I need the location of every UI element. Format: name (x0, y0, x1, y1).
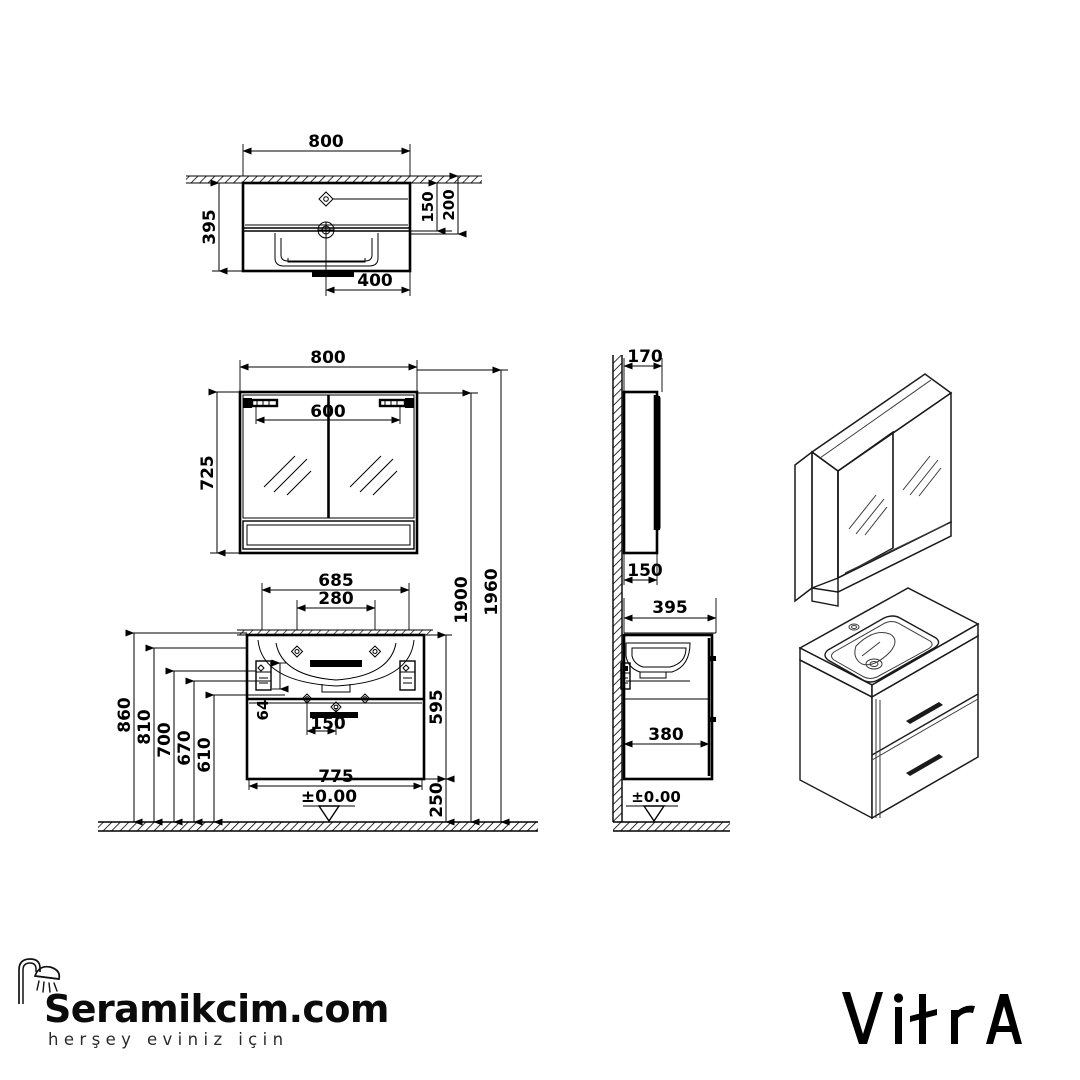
cabinet-outline (238, 390, 419, 555)
dim-side-395: 395 (623, 598, 717, 633)
dim-bottom-400: 400 (325, 271, 411, 296)
brand-name: Seramikcim.com (44, 987, 389, 1031)
view-vanity-front: 685 280 860 810 700 (115, 366, 510, 826)
dim-label: 150 (627, 561, 663, 581)
dim-vanity-1900: 1900 (417, 389, 480, 826)
dim-cabinet-800: 800 (239, 348, 418, 392)
dim-label: 64 (254, 700, 272, 721)
cabinet-hinge-left (243, 398, 279, 408)
vanity-bracket-right (399, 660, 416, 691)
cabinet-hinge-right (378, 398, 414, 408)
dim-label: 700 (155, 722, 175, 758)
dim-vanity-860: 860 (115, 629, 247, 826)
dim-vanity-250: 250 (424, 775, 455, 826)
dim-vanity-685: 685 (261, 571, 410, 630)
plan-drawer-band (242, 182, 411, 229)
vitra-wordmark-icon (842, 992, 1022, 1044)
wall-hatch-side (612, 355, 623, 822)
dim-side-170: 170 (623, 347, 663, 392)
dim-label: 170 (627, 347, 663, 367)
dim-label: 1900 (452, 576, 472, 623)
dim-label: 1960 (482, 568, 502, 615)
vanity-3d-handle-top (906, 702, 943, 724)
cabinet-door-right[interactable] (328, 394, 415, 519)
dim-label: 395 (652, 598, 688, 618)
dim-label: 610 (195, 737, 215, 773)
dim-label: 280 (318, 589, 354, 609)
brand-tagline: herşey eviniz için (48, 1030, 289, 1049)
datum-symbol-front: ±0.00 (301, 787, 357, 823)
dim-vanity-64: 64 (254, 659, 289, 721)
cabinet-shelf-band (242, 520, 415, 550)
dim-label: 150 (310, 714, 346, 734)
dim-vanity-1960: 1960 (417, 366, 510, 826)
plan-base-tab (312, 271, 354, 277)
cabinet-door-left[interactable] (242, 394, 329, 519)
dim-right-150: 150 (410, 179, 452, 235)
dim-right-200: 200 (410, 172, 467, 238)
footer: Seramikcim.com herşey eviniz için (0, 950, 1080, 1080)
dim-left-395: 395 (200, 179, 243, 275)
plan-basin (274, 191, 408, 267)
dim-label: 595 (427, 689, 447, 725)
vanity-bracket-left (255, 660, 272, 691)
dim-label: 725 (198, 455, 218, 491)
view-perspective-vanity (798, 587, 980, 820)
dim-vanity-280: 280 (296, 589, 376, 630)
dim-side-380: 380 (623, 725, 710, 748)
dim-label: 670 (175, 730, 195, 766)
vanity-basin-front (257, 639, 415, 713)
dim-cabinet-600: 600 (255, 402, 401, 424)
datum-label: ±0.00 (631, 788, 681, 806)
vanity-side-body (620, 632, 716, 781)
dim-label: 200 (440, 189, 458, 220)
view-side-section: 170 150 (612, 347, 717, 823)
datum-symbol-side: ±0.00 (626, 788, 681, 823)
dim-label: 150 (419, 191, 437, 222)
cabinet-side-body (622, 390, 661, 555)
floor-band-side (613, 821, 730, 832)
vanity-handle (310, 712, 358, 718)
dim-cabinet-725: 725 (198, 388, 240, 557)
dim-vanity-775: 775 (248, 767, 423, 790)
floor-band-left (98, 821, 538, 832)
seramikcim-logo[interactable]: Seramikcim.com herşey eviniz için (12, 952, 389, 1062)
vanity-3d-handle-bottom (906, 754, 943, 776)
dim-vanity-595: 595 (424, 631, 455, 783)
dim-vanity-610: 610 (195, 691, 285, 826)
dim-top-800: 800 (242, 132, 411, 176)
dim-label: 810 (135, 709, 155, 745)
mirror-reflection-right (349, 455, 398, 496)
vitra-logo[interactable] (836, 982, 1036, 1052)
dim-label: 800 (308, 132, 344, 152)
dim-vanity-700: 700 (155, 667, 256, 826)
overflow-slot (310, 660, 362, 667)
dim-label: 685 (318, 571, 354, 591)
shower-head-icon (18, 958, 61, 1004)
dim-label: 250 (427, 782, 447, 818)
dim-label: 400 (357, 271, 393, 291)
dim-label: 600 (310, 402, 346, 422)
vanity-outline (245, 633, 426, 781)
dim-label: 800 (310, 348, 346, 368)
view-top-plan: 800 395 150 200 400 (186, 132, 482, 296)
view-mirror-cabinet-front: 800 600 725 (198, 348, 419, 557)
dim-vanity-670: 670 (175, 677, 271, 826)
mirror-reflection-left (263, 455, 312, 496)
dim-side-150: 150 (623, 553, 663, 585)
dim-vanity-810: 810 (135, 644, 247, 826)
datum-label: ±0.00 (301, 787, 357, 807)
dim-label: 775 (318, 767, 354, 787)
dim-label: 860 (115, 697, 135, 733)
view-perspective-cabinet (794, 373, 953, 607)
dim-label: 380 (648, 725, 684, 745)
dim-label: 395 (200, 209, 220, 245)
dim-vanity-150: 150 (306, 700, 346, 735)
